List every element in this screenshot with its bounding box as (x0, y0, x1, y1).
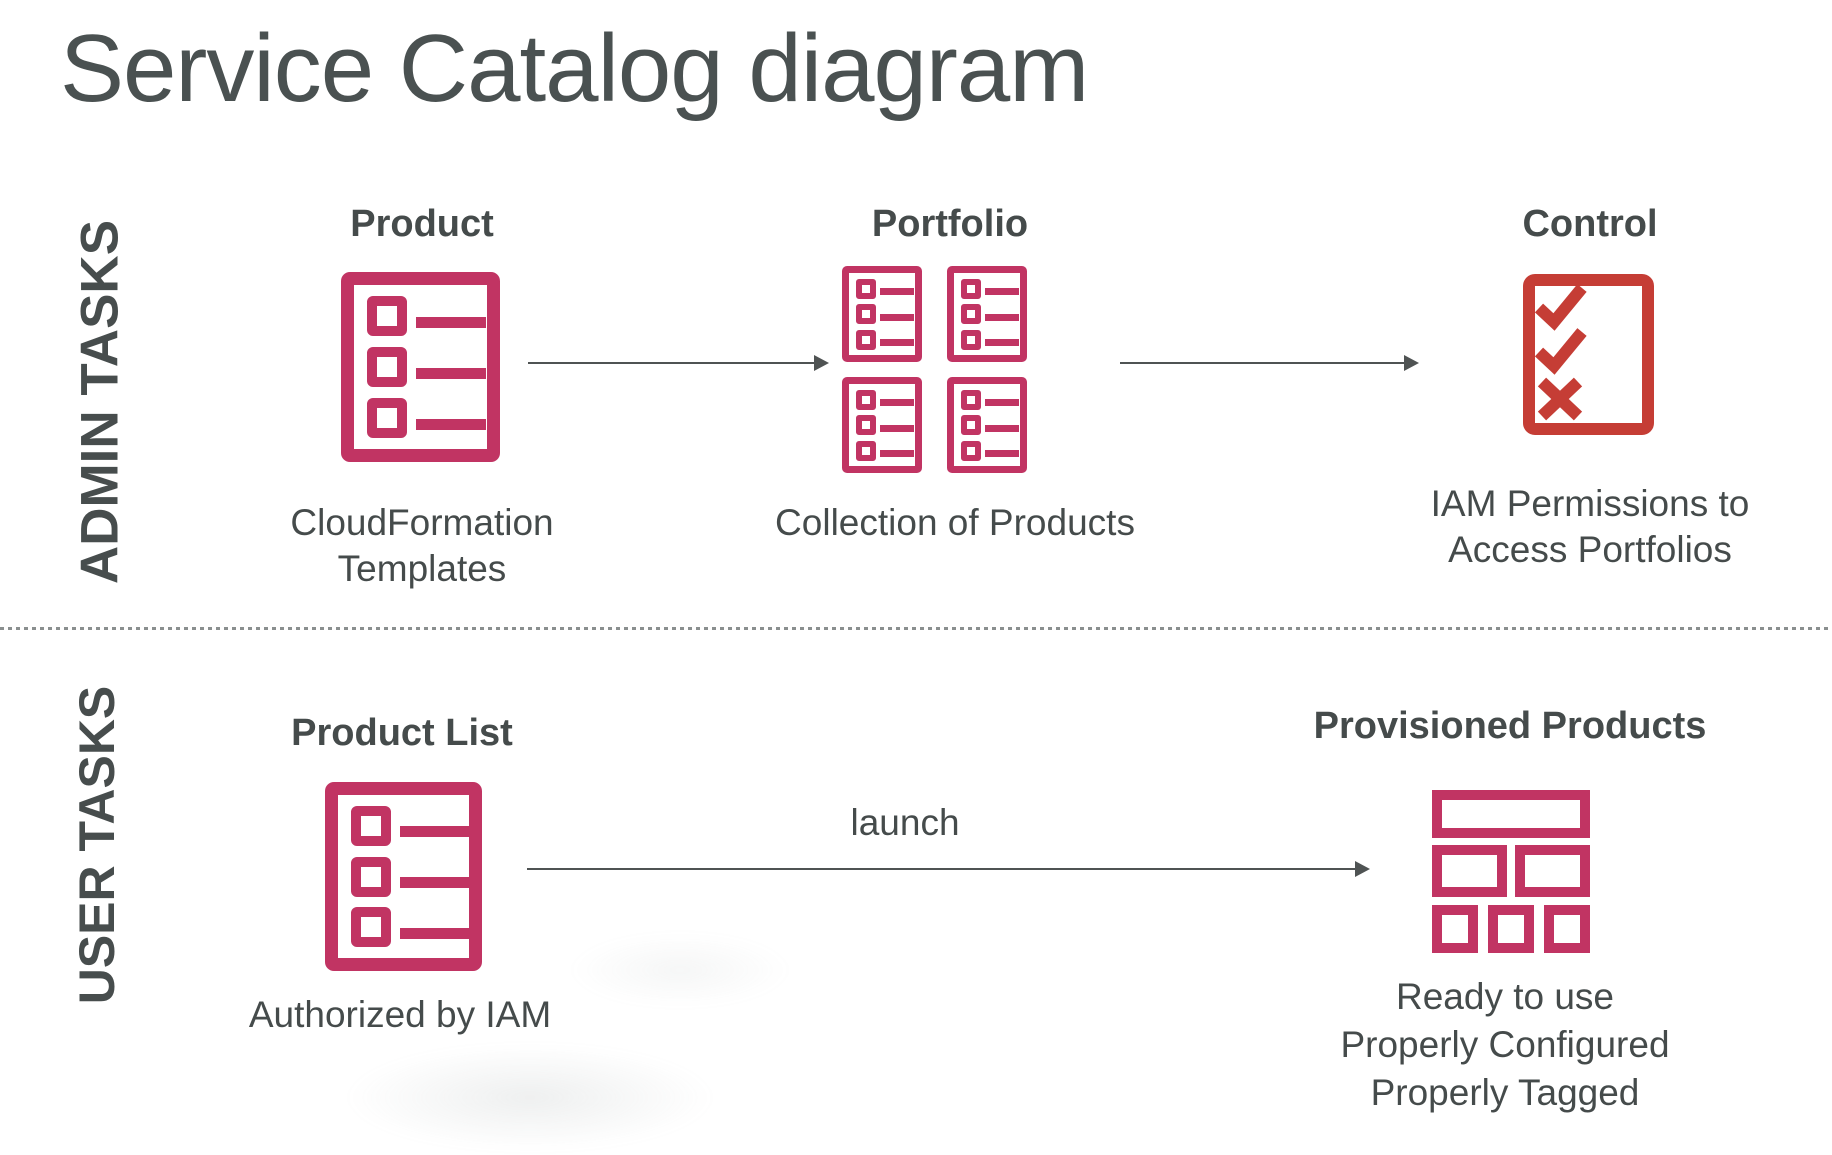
list-line-icon (985, 288, 1019, 295)
arrow-portfolio-to-control (1120, 355, 1419, 371)
arrow-head-icon (1404, 355, 1419, 371)
list-line-icon (880, 424, 914, 432)
list-square-icon (856, 440, 876, 461)
portfolio-mini-product-icon (947, 377, 1027, 473)
list-square-icon (856, 304, 876, 324)
list-square-icon (856, 329, 876, 350)
check-check-x-icon (1534, 284, 1587, 421)
list-row (856, 389, 915, 410)
list-row (367, 347, 487, 387)
list-line-icon (880, 450, 914, 457)
list-line-icon (985, 313, 1019, 321)
control-caption: IAM Permissions to Access Portfolios (1430, 483, 1750, 570)
brick-rect-icon (1544, 905, 1590, 953)
list-square-icon (351, 805, 391, 846)
list-line-icon (416, 367, 486, 379)
section-divider (0, 627, 1832, 630)
arrow-shaft (527, 868, 1357, 870)
arrow-launch (527, 861, 1370, 877)
list-row (351, 805, 469, 846)
list-row (856, 440, 915, 461)
product-heading: Product (350, 203, 494, 245)
list-square-icon (856, 389, 876, 410)
product-icon (341, 272, 500, 462)
list-line-icon (880, 399, 914, 406)
arrow-product-to-portfolio (528, 355, 829, 371)
list-square-icon (961, 389, 981, 410)
list-line-icon (880, 339, 914, 346)
list-row (351, 907, 469, 948)
admin-tasks-label: ADMIN TASKS (70, 219, 130, 585)
list-square-icon (856, 278, 876, 299)
list-square-icon (961, 440, 981, 461)
product-caption: CloudFormation Templates (290, 502, 554, 589)
list-square-icon (856, 415, 876, 435)
list-row (961, 415, 1020, 435)
list-square-icon (961, 278, 981, 299)
list-row (856, 329, 915, 350)
portfolio-icon (842, 266, 1027, 473)
product-list-heading: Product List (291, 712, 513, 754)
list-square-icon (961, 304, 981, 324)
arrow-shaft (528, 362, 816, 364)
list-row (961, 389, 1020, 410)
provisioned-products-caption: Ready to use Properly Configured Properl… (1340, 976, 1670, 1113)
provisioned-products-heading: Provisioned Products (1313, 705, 1707, 747)
list-row (961, 278, 1020, 299)
list-square-icon (367, 398, 407, 438)
list-line-icon (399, 826, 469, 838)
list-square-icon (367, 347, 407, 387)
control-heading: Control (1522, 203, 1658, 245)
list-row (351, 856, 469, 897)
list-row (856, 304, 915, 324)
list-row (961, 440, 1020, 461)
brick-rect-icon (1432, 790, 1590, 838)
portfolio-heading: Portfolio (871, 203, 1029, 245)
list-line-icon (399, 927, 469, 939)
list-line-icon (880, 288, 914, 295)
list-row (367, 398, 487, 438)
list-line-icon (399, 877, 469, 888)
brick-rect-icon (1432, 905, 1478, 953)
portfolio-caption: Collection of Products (775, 502, 1135, 543)
list-square-icon (351, 907, 391, 948)
arrow-head-icon (1355, 861, 1370, 877)
list-line-icon (880, 313, 914, 321)
arrow-shaft (1120, 362, 1406, 364)
faint-smudge (560, 930, 800, 1010)
list-line-icon (416, 316, 486, 328)
portfolio-mini-product-icon (842, 377, 922, 473)
control-checklist-icon (1523, 274, 1654, 435)
page-title: Service Catalog diagram (60, 15, 1089, 122)
portfolio-mini-product-icon (947, 266, 1027, 362)
list-square-icon (961, 415, 981, 435)
brick-rect-icon (1488, 905, 1534, 953)
faint-smudge (330, 1040, 730, 1155)
provisioned-products-icon (1432, 790, 1590, 953)
list-row (367, 296, 487, 336)
list-square-icon (961, 329, 981, 350)
product-list-icon (325, 782, 482, 971)
arrow-head-icon (814, 355, 829, 371)
user-tasks-label: USER TASKS (69, 685, 125, 1005)
brick-rect-icon (1515, 845, 1590, 897)
brick-rect-icon (1432, 845, 1507, 897)
list-row (856, 278, 915, 299)
launch-label: launch (850, 802, 960, 843)
list-row (961, 304, 1020, 324)
list-square-icon (351, 856, 391, 897)
list-line-icon (985, 339, 1019, 346)
list-square-icon (367, 296, 407, 336)
list-line-icon (985, 399, 1019, 406)
list-row (961, 329, 1020, 350)
list-line-icon (416, 418, 486, 430)
portfolio-mini-product-icon (842, 266, 922, 362)
list-line-icon (985, 450, 1019, 457)
list-row (856, 415, 915, 435)
list-line-icon (985, 424, 1019, 432)
product-list-caption: Authorized by IAM (248, 994, 552, 1035)
